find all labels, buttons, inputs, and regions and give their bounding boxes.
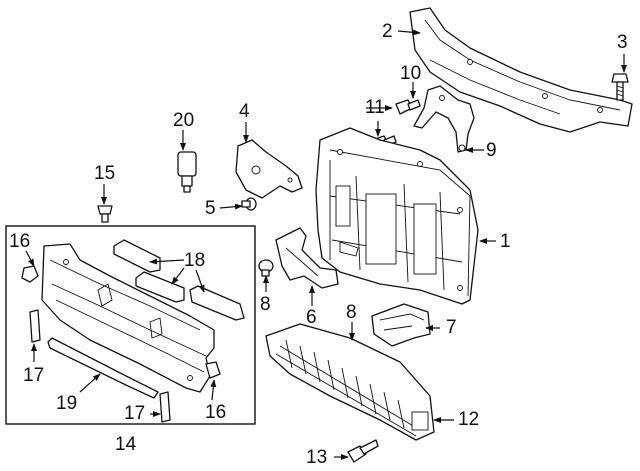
callout-3: 3 <box>617 32 628 53</box>
bracket-part-4 <box>235 139 303 199</box>
clip-part-16-right <box>205 361 221 379</box>
reinforcement-group-box <box>5 225 256 425</box>
callout-14: 14 <box>115 434 137 455</box>
callout-1: 1 <box>500 231 511 252</box>
callout-10: 10 <box>400 63 422 84</box>
callout-8-left: 8 <box>260 294 271 315</box>
callout-15: 15 <box>94 163 116 184</box>
callout-9: 9 <box>486 140 497 161</box>
callout-16-left: 16 <box>9 231 31 252</box>
bolt-part-3 <box>611 73 629 101</box>
air-guide-part-6 <box>275 227 339 289</box>
callout-6: 6 <box>306 307 317 328</box>
callout-19: 19 <box>56 393 78 414</box>
callout-2: 2 <box>382 21 393 42</box>
bolt-part-13 <box>347 439 379 463</box>
strip-part-19 <box>47 337 159 399</box>
clip-part-16-left <box>21 265 39 283</box>
upper-tie-bar-part <box>409 7 633 133</box>
bumper-reinforcement-part <box>41 243 215 393</box>
pad-part-17-right <box>159 391 171 423</box>
callout-18: 18 <box>184 250 206 271</box>
callout-17-left: 17 <box>23 365 45 386</box>
callout-12: 12 <box>458 409 480 430</box>
callout-17-right: 17 <box>124 403 146 424</box>
callout-4: 4 <box>239 101 250 122</box>
callout-11: 11 <box>365 97 385 118</box>
callout-16-right: 16 <box>205 402 227 423</box>
callout-8-right: 8 <box>346 302 357 323</box>
shutter-assembly-part <box>265 323 435 441</box>
callout-13: 13 <box>306 447 328 468</box>
leader-lines <box>25 29 627 460</box>
callout-7: 7 <box>446 317 457 338</box>
callout-5: 5 <box>205 198 216 219</box>
air-guide-part-7 <box>371 303 431 347</box>
sensor-part-20 <box>177 151 197 193</box>
pad-part-17-left <box>29 309 41 343</box>
bracket-part-10 <box>413 85 475 153</box>
radiator-support-part <box>315 127 479 305</box>
absorber-part-18 <box>113 239 245 321</box>
callout-20: 20 <box>173 110 195 131</box>
clip-part-15 <box>97 205 113 223</box>
clip-part-5 <box>241 197 257 211</box>
clip-part-8-left <box>258 259 274 277</box>
